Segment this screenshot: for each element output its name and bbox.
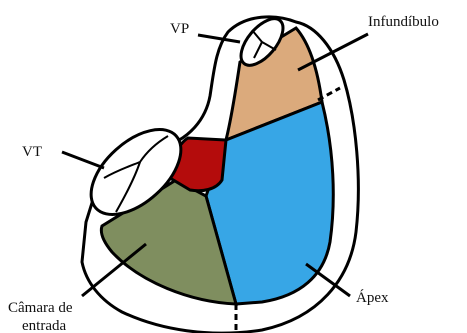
label-camara-line1: Câmara de: [8, 300, 73, 316]
label-apex: Ápex: [356, 289, 389, 306]
label-vp: VP: [170, 21, 189, 37]
label-vt: VT: [22, 144, 42, 160]
pointer-line-vt: [62, 152, 104, 168]
label-infundibulo: Infundíbulo: [368, 14, 439, 30]
label-camara-line2: entrada: [22, 318, 66, 333]
